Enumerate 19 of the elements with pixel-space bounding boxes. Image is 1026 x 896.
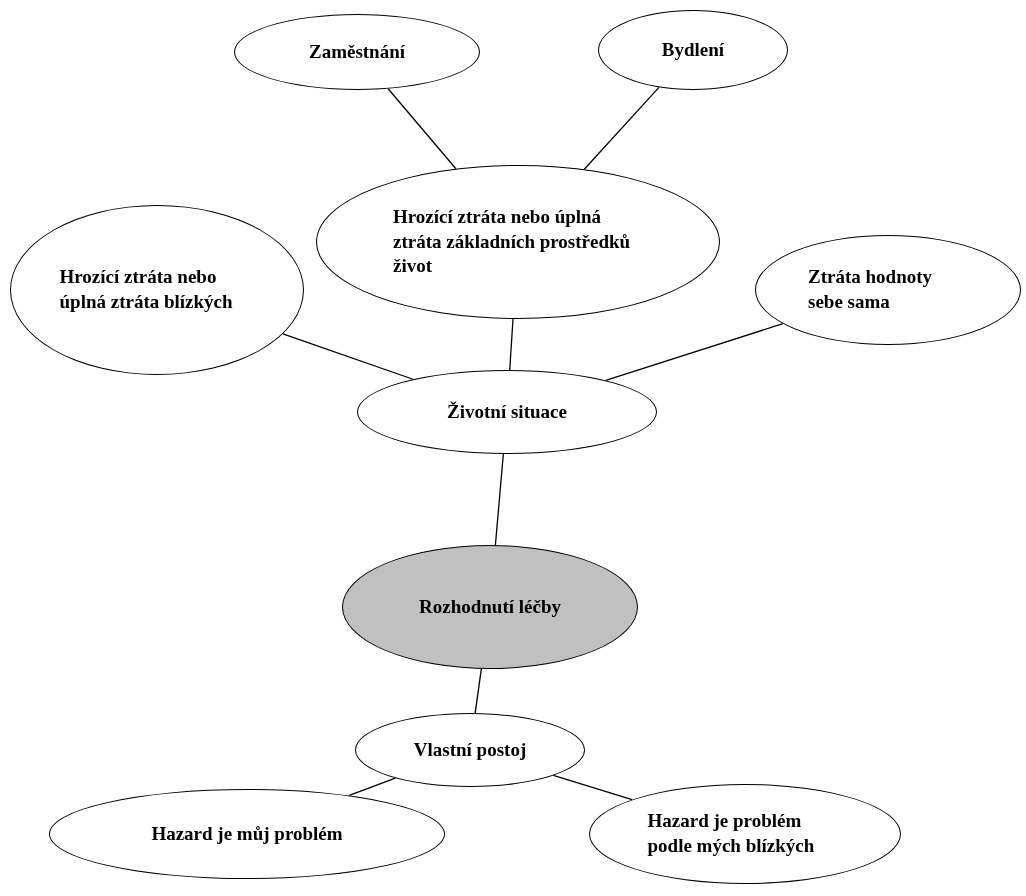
node-label: Hrozící ztráta nebo úplná ztráta blízkých — [59, 265, 234, 314]
node-label: Bydlení — [661, 37, 725, 62]
node-label: Hazard je problém podle mých blízkých — [647, 809, 816, 858]
connector-line — [282, 333, 414, 380]
connector-line — [605, 323, 784, 382]
connector-line — [583, 86, 660, 170]
connector-line — [474, 668, 482, 714]
node-label: Hazard je můj problém — [151, 821, 343, 846]
connector-line — [348, 777, 396, 797]
connector-line — [387, 88, 457, 170]
node-label: Vlastní postoj — [413, 737, 527, 762]
node-label: Rozhodnutí léčby — [419, 594, 561, 619]
connector-line — [552, 774, 633, 801]
node-label: Ztráta hodnoty sebe sama — [808, 265, 934, 314]
node-label: Hrozící ztráta nebo úplná ztráta základních prostředků život — [393, 204, 632, 279]
node-label: Životní situace — [447, 399, 567, 424]
connector-line — [494, 453, 504, 546]
connector-line — [509, 318, 514, 371]
node-label: Zaměstnání — [308, 39, 406, 64]
